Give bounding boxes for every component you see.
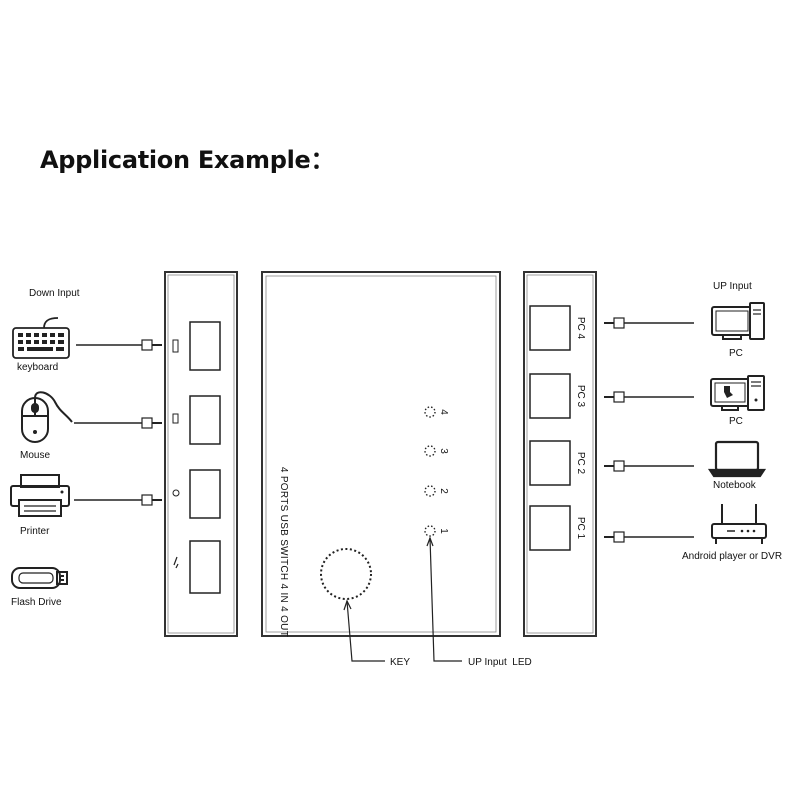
usb-port-1[interactable] xyxy=(189,321,221,371)
keyboard-label: keyboard xyxy=(17,362,58,373)
usb-port-2[interactable] xyxy=(189,395,221,445)
printer-icon xyxy=(10,474,70,517)
led-3 xyxy=(424,445,436,457)
pc-icon xyxy=(711,302,765,340)
pc3-device-label: PC xyxy=(729,416,743,427)
led-1 xyxy=(424,525,436,537)
right-switch-panel xyxy=(523,271,597,637)
keyboard-icon xyxy=(12,317,70,359)
left-switch-panel xyxy=(164,271,238,637)
mouse-label: Mouse xyxy=(20,450,50,461)
right-cables xyxy=(604,317,694,543)
usb-port-3[interactable] xyxy=(189,469,221,519)
pc4-device-label: PC xyxy=(729,348,743,359)
led-1-label: 1 xyxy=(438,528,449,534)
led-callout-label: UP Input LED xyxy=(468,657,532,668)
router-icon xyxy=(711,504,767,544)
pc1-port-label: PC 1 xyxy=(575,517,586,540)
left-cables xyxy=(74,339,162,506)
usb-port-4[interactable] xyxy=(189,540,221,594)
flash-drive-label: Flash Drive xyxy=(11,597,62,608)
notebook-icon xyxy=(707,440,767,478)
flash-drive-icon xyxy=(11,567,68,589)
router-label: Android player or DVR xyxy=(682,551,782,562)
pc2-port-label: PC 2 xyxy=(575,452,586,475)
pc4-port[interactable] xyxy=(529,305,571,351)
callout-lines xyxy=(343,536,462,662)
page-title: Application Example： xyxy=(40,146,335,174)
led-4-label: 4 xyxy=(438,409,449,415)
led-3-label: 3 xyxy=(438,448,449,454)
pc-tower-icon xyxy=(710,375,765,411)
notebook-label: Notebook xyxy=(713,480,757,491)
pc3-port-label: PC 3 xyxy=(575,385,586,408)
key-button[interactable] xyxy=(320,548,372,600)
pc4-port-label: PC 4 xyxy=(575,317,586,340)
key-callout-label: KEY xyxy=(390,657,410,668)
pc1-port[interactable] xyxy=(529,505,571,551)
down-input-label: Down Input xyxy=(29,288,80,299)
switch-top-panel xyxy=(261,271,501,637)
printer-label: Printer xyxy=(20,526,50,537)
switch-model-text: 4 PORTS USB SWITCH 4 IN 4 OUT xyxy=(278,467,289,637)
led-4 xyxy=(424,406,436,418)
led-2-label: 2 xyxy=(438,488,449,494)
pc3-port[interactable] xyxy=(529,373,571,419)
pc2-port[interactable] xyxy=(529,440,571,486)
up-input-label: UP Input xyxy=(713,281,752,292)
led-2 xyxy=(424,485,436,497)
mouse-icon xyxy=(21,391,73,443)
